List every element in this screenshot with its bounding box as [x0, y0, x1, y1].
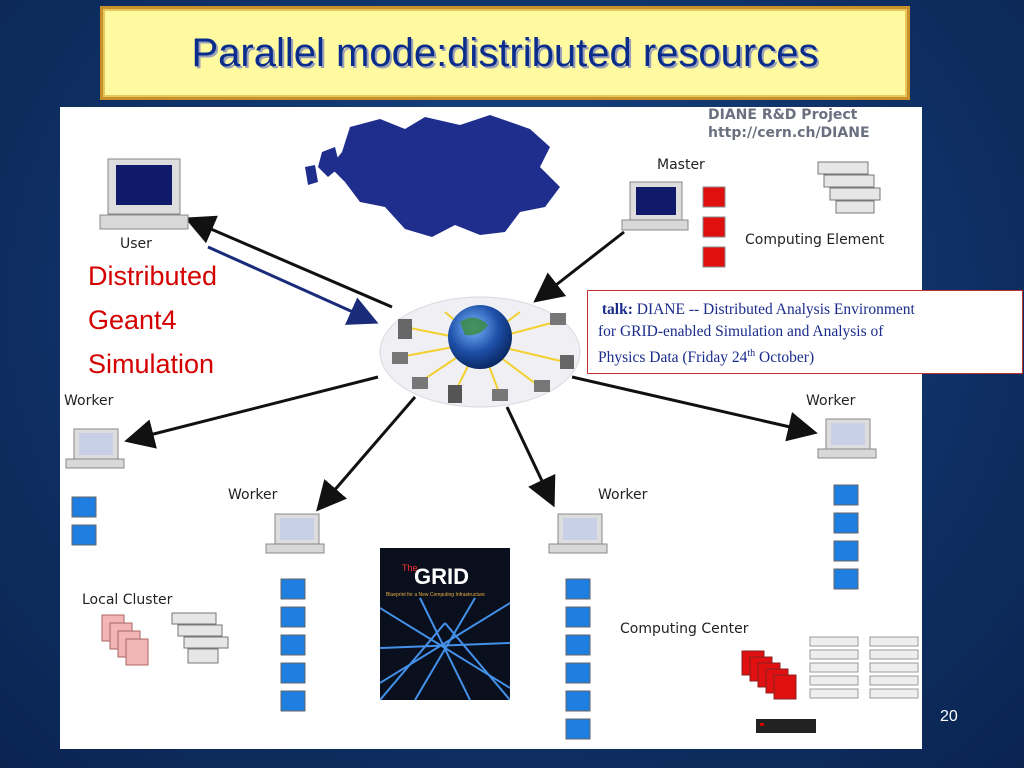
master-computer-icon	[621, 181, 689, 231]
user-label: User	[120, 236, 152, 252]
europe-map	[305, 115, 560, 237]
side-text-line2: Geant4	[88, 305, 177, 335]
book-the: The	[402, 563, 418, 573]
local-cluster-disks-icon	[101, 614, 149, 666]
master-red-nodes	[702, 186, 726, 268]
title-box: Parallel mode:distributed resources	[100, 6, 910, 100]
grid-hub	[379, 296, 581, 408]
worker-right-label: Worker	[806, 393, 856, 409]
worker-mid-left-computer-icon	[265, 513, 325, 554]
master-label: Master	[657, 157, 705, 173]
side-text-line1: Distributed	[88, 261, 217, 291]
arrow-to-worker-mid-left	[316, 396, 417, 512]
worker-mid-right-label: Worker	[598, 487, 648, 503]
worker-right-blue-nodes	[833, 484, 859, 590]
worker-mid-right-computer-icon	[548, 513, 608, 554]
project-url: http://cern.ch/DIANE	[708, 125, 870, 141]
computing-center-router-icon	[756, 719, 816, 733]
talk-line3a: Physics Data (Friday 24	[598, 349, 748, 367]
talk-line1: DIANE -- Distributed Analysis Environmen…	[636, 301, 915, 318]
arrow-to-worker-left	[124, 375, 379, 449]
worker-right-computer-icon	[817, 418, 877, 459]
computing-center-servers-icon	[809, 636, 919, 699]
talk-line2: for GRID-enabled Simulation and Analysis…	[598, 323, 884, 340]
worker-mid-left-label: Worker	[228, 487, 278, 503]
network-diagram: DIANE R&D Project http://cern.ch/DIANE	[64, 107, 919, 740]
worker-mid-left-blue-nodes	[280, 578, 306, 712]
arrow-master-to-hub	[533, 230, 625, 303]
book-title: GRID	[414, 564, 469, 589]
talk-label: talk:	[601, 301, 633, 318]
worker-left-blue-nodes	[71, 496, 97, 546]
worker-mid-right-blue-nodes	[565, 578, 591, 740]
computing-center-label: Computing Center	[620, 621, 749, 637]
user-computer-icon	[99, 158, 189, 230]
book-subtitle: Blueprint for a New Computing Infrastruc…	[386, 592, 485, 598]
computing-element-server-icon	[817, 161, 881, 214]
local-cluster-server-icon	[171, 612, 229, 664]
project-name: DIANE R&D Project	[708, 107, 858, 123]
computing-center-disks-icon	[741, 650, 797, 700]
arrow-to-worker-right	[571, 375, 818, 442]
talk-line3-sup: th	[747, 348, 756, 359]
arrow-hub-to-user	[184, 215, 393, 309]
worker-left-label: Worker	[64, 393, 114, 409]
local-cluster-label: Local Cluster	[82, 592, 173, 608]
page-number: 20	[940, 708, 958, 725]
arrow-user-to-hub	[207, 245, 379, 325]
side-text-line3: Simulation	[88, 349, 214, 379]
grid-book-cover: The GRID Blueprint for a New Computing I…	[380, 548, 510, 700]
talk-info-box: talk: DIANE -- Distributed Analysis Envi…	[587, 290, 1023, 374]
slide-title: Parallel mode:distributed resources	[191, 30, 819, 75]
arrow-to-worker-mid-right	[505, 406, 556, 508]
worker-left-computer-icon	[65, 428, 125, 469]
talk-line3b: October)	[755, 349, 815, 367]
computing-element-label: Computing Element	[745, 232, 885, 248]
